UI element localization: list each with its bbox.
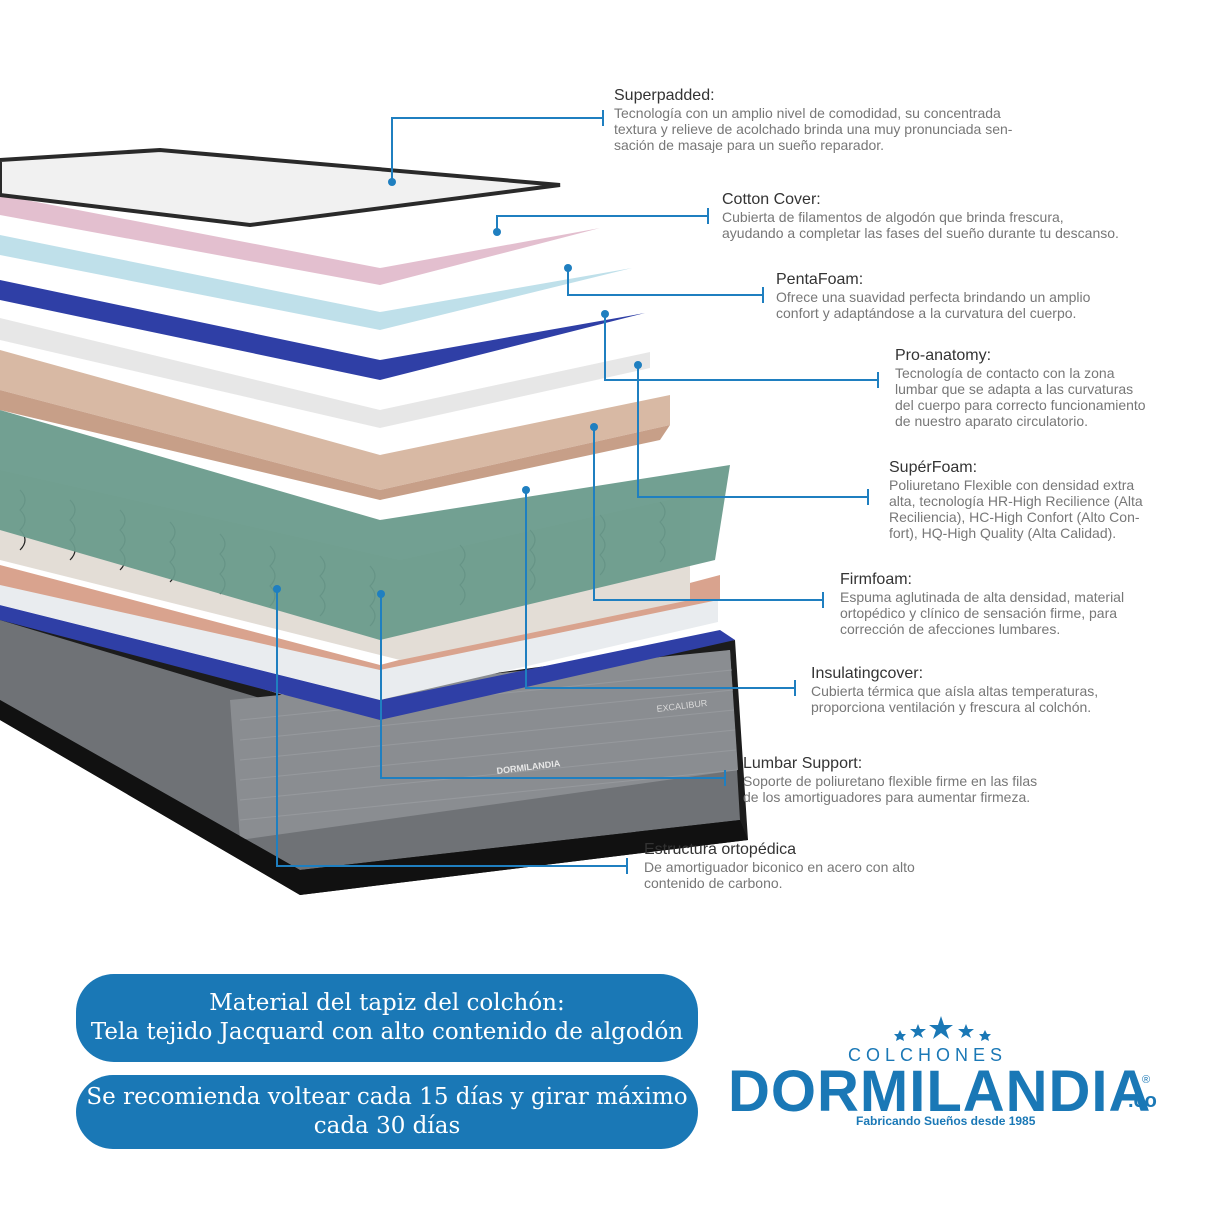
logo-wordmark: DORMILANDIA xyxy=(728,1059,1152,1124)
callout-title: Cotton Cover: xyxy=(722,191,821,208)
callout-title: Estructura ortopédica xyxy=(644,841,797,858)
callout-title: Pro-anatomy: xyxy=(895,347,992,364)
callout-pentafoam: PentaFoam: Ofrece una suavidad perfecta … xyxy=(776,271,1196,321)
superfoam-layer xyxy=(0,410,730,640)
logo-stars xyxy=(894,1016,991,1041)
care-info-pill: Se recomienda voltear cada 15 días y gir… xyxy=(76,1075,698,1149)
light-layer xyxy=(0,235,632,330)
callout-lumbar-support: Lumbar Support: Soporte de poliuretano f… xyxy=(743,755,1163,805)
callout-desc: Espuma aglutinada de alta densidad, mate… xyxy=(840,589,1125,637)
callout-desc: Ofrece una suavidad perfecta brindando u… xyxy=(776,289,1091,321)
firmfoam-layer xyxy=(0,350,670,490)
proanatomy-layer xyxy=(0,318,650,428)
callout-desc: De amortiguador biconico en acero con al… xyxy=(644,859,915,891)
callout-pro-anatomy: Pro-anatomy: Tecnología de contacto con … xyxy=(895,347,1205,429)
callout-firmfoam: Firmfoam: Espuma aglutinada de alta dens… xyxy=(840,571,1200,637)
callout-desc: Tecnología de contacto con la zona lumba… xyxy=(895,365,1146,429)
callout-title: Superpadded: xyxy=(614,87,715,104)
pentafoam-layer xyxy=(0,280,645,380)
callout-title: SupérFoam: xyxy=(889,459,978,476)
callout-superpadded: Superpadded: Tecnología con un amplio ni… xyxy=(614,87,1114,153)
leader-dots xyxy=(273,178,642,598)
callout-title: Firmfoam: xyxy=(840,571,912,588)
callout-title: PentaFoam: xyxy=(776,271,864,288)
callout-superfoam: SupérFoam: Poliuretano Flexible con dens… xyxy=(889,459,1199,541)
callout-cotton-cover: Cotton Cover: Cubierta de filamentos de … xyxy=(722,191,1202,241)
callout-title: Insulatingcover: xyxy=(811,665,924,682)
callout-desc: Soporte de poliuretano flexible firme en… xyxy=(743,773,1038,805)
mattress-base xyxy=(0,610,748,895)
logo-colchones: COLCHONES xyxy=(848,1045,1008,1065)
callout-estructura-ortopedica: Estructura ortopédica De amortiguador bi… xyxy=(644,841,1064,891)
logo-suffix: .co xyxy=(1128,1090,1157,1112)
cotton-layer xyxy=(0,195,600,285)
callout-title: Lumbar Support: xyxy=(743,755,863,772)
callout-desc: Tecnología con un amplio nivel de comodi… xyxy=(614,105,1013,153)
superpadded-layer xyxy=(0,147,561,228)
callout-desc: Cubierta térmica que aísla altas tempera… xyxy=(811,683,1099,715)
logo-registered: ® xyxy=(1142,1074,1151,1086)
insulating-layer xyxy=(0,605,735,720)
leader-lines xyxy=(276,117,878,867)
callout-desc: Poliuretano Flexible con densidad extra … xyxy=(889,477,1143,541)
material-info-pill: Material del tapiz del colchón: Tela tej… xyxy=(76,974,698,1062)
callout-insulatingcover: Insulatingcover: Cubierta térmica que aí… xyxy=(811,665,1191,715)
callout-desc: Cubierta de filamentos de algodón que br… xyxy=(722,209,1119,241)
logo-tagline: Fabricando Sueños desde 1985 xyxy=(856,1114,1036,1128)
